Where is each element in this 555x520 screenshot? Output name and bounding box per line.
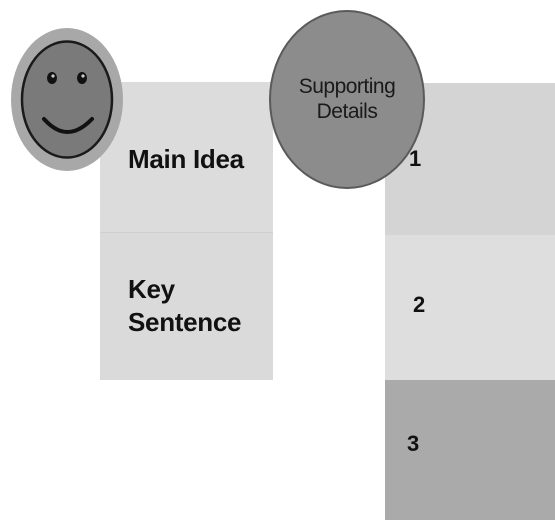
- main-idea-label: Main Idea: [128, 144, 244, 174]
- supporting-details-circle: Supporting Details: [269, 10, 425, 189]
- detail-number: 2: [413, 292, 426, 317]
- supporting-detail-3: 3: [385, 380, 555, 520]
- detail-number: 1: [409, 146, 422, 171]
- supporting-details-label: Supporting Details: [298, 75, 396, 123]
- main-idea-panel: Main Idea: [100, 82, 273, 232]
- key-sentence-label: Key Sentence: [128, 274, 242, 337]
- key-sentence-panel: Key Sentence: [100, 232, 273, 380]
- smiley-face-icon: [11, 28, 123, 171]
- supporting-detail-2: 2: [385, 235, 555, 380]
- detail-number: 3: [407, 431, 420, 456]
